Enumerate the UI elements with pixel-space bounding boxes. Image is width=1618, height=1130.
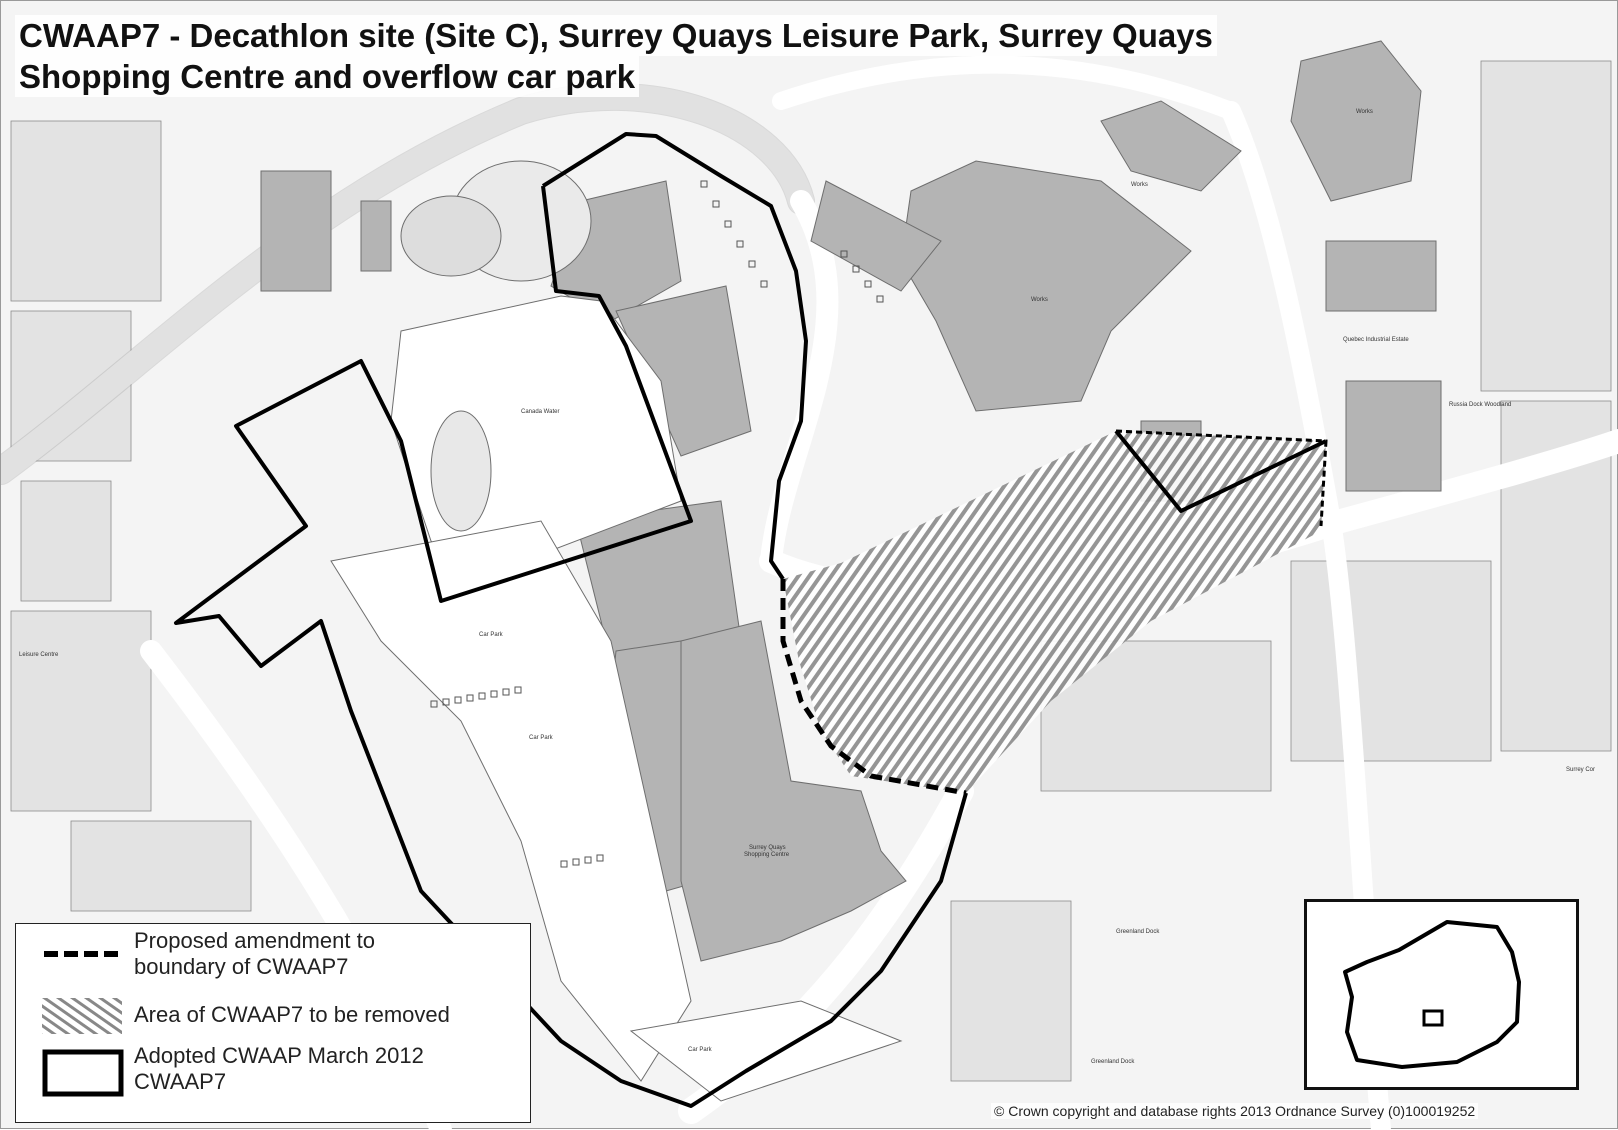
label-shopping-centre-1: Surrey Quays <box>749 845 786 851</box>
label-works-3: Works <box>1356 109 1373 115</box>
label-quebec-estate: Quebec Industrial Estate <box>1343 337 1409 343</box>
label-shopping-centre-2: Shopping Centre <box>744 852 790 858</box>
open-spaces <box>330 160 903 1102</box>
label-works-2: Works <box>1131 182 1148 188</box>
label-car-park-1: Car Park <box>479 632 504 638</box>
parking-marks <box>430 180 884 868</box>
label-greenland-dock-1: Greenland Dock <box>1116 929 1160 935</box>
label-car-park-3: Car Park <box>688 1047 713 1053</box>
label-car-park-2: Car Park <box>529 735 554 741</box>
locator-inset <box>1304 899 1579 1090</box>
legend-row-adopted: Adopted CWAAP March 2012 CWAAP7 <box>16 1039 530 1119</box>
legend-proposed-text-2: boundary of CWAAP7 <box>134 954 349 979</box>
locator-map <box>1343 920 1521 1069</box>
legend-adopted-text-2: CWAAP7 <box>134 1069 227 1094</box>
map-labels: Canada Water Surrey Quays Shopping Centr… <box>19 109 1595 1065</box>
dashed-line-icon <box>44 951 124 957</box>
solid-box-icon <box>42 1049 124 1097</box>
label-surrey-cor: Surrey Cor <box>1566 767 1595 773</box>
label-greenland-dock-2: Greenland Dock <box>1091 1059 1135 1065</box>
legend-row-proposed: Proposed amendment to boundary of CWAAP7 <box>16 924 530 994</box>
legend-adopted-text-1: Adopted CWAAP March 2012 <box>134 1043 424 1068</box>
title-line-2: Shopping Centre and overflow car park <box>15 56 640 97</box>
hatch-swatch-icon <box>42 998 122 1034</box>
legend: Proposed amendment to boundary of CWAAP7… <box>15 923 531 1123</box>
adopted-boundary <box>174 132 1327 1108</box>
label-canada-water: Canada Water <box>521 409 559 415</box>
label-russia-dock: Russia Dock Woodland <box>1449 402 1511 408</box>
proposed-boundary-east <box>1115 429 1328 527</box>
locator-site-marker <box>1422 1009 1444 1027</box>
legend-removed-text: Area of CWAAP7 to be removed <box>134 1002 450 1027</box>
locator-outline <box>1343 920 1521 1069</box>
legend-row-removed: Area of CWAAP7 to be removed <box>16 994 530 1039</box>
label-works-1: Works <box>1031 297 1048 303</box>
legend-proposed-text-1: Proposed amendment to <box>134 928 375 953</box>
map-title: CWAAP7 - Decathlon site (Site C), Surrey… <box>15 15 1217 97</box>
title-line-1: CWAAP7 - Decathlon site (Site C), Surrey… <box>15 15 1217 56</box>
label-leisure-centre: Leisure Centre <box>19 652 59 658</box>
area-to-be-removed <box>783 431 1326 793</box>
copyright-notice: © Crown copyright and database rights 20… <box>991 1103 1479 1119</box>
